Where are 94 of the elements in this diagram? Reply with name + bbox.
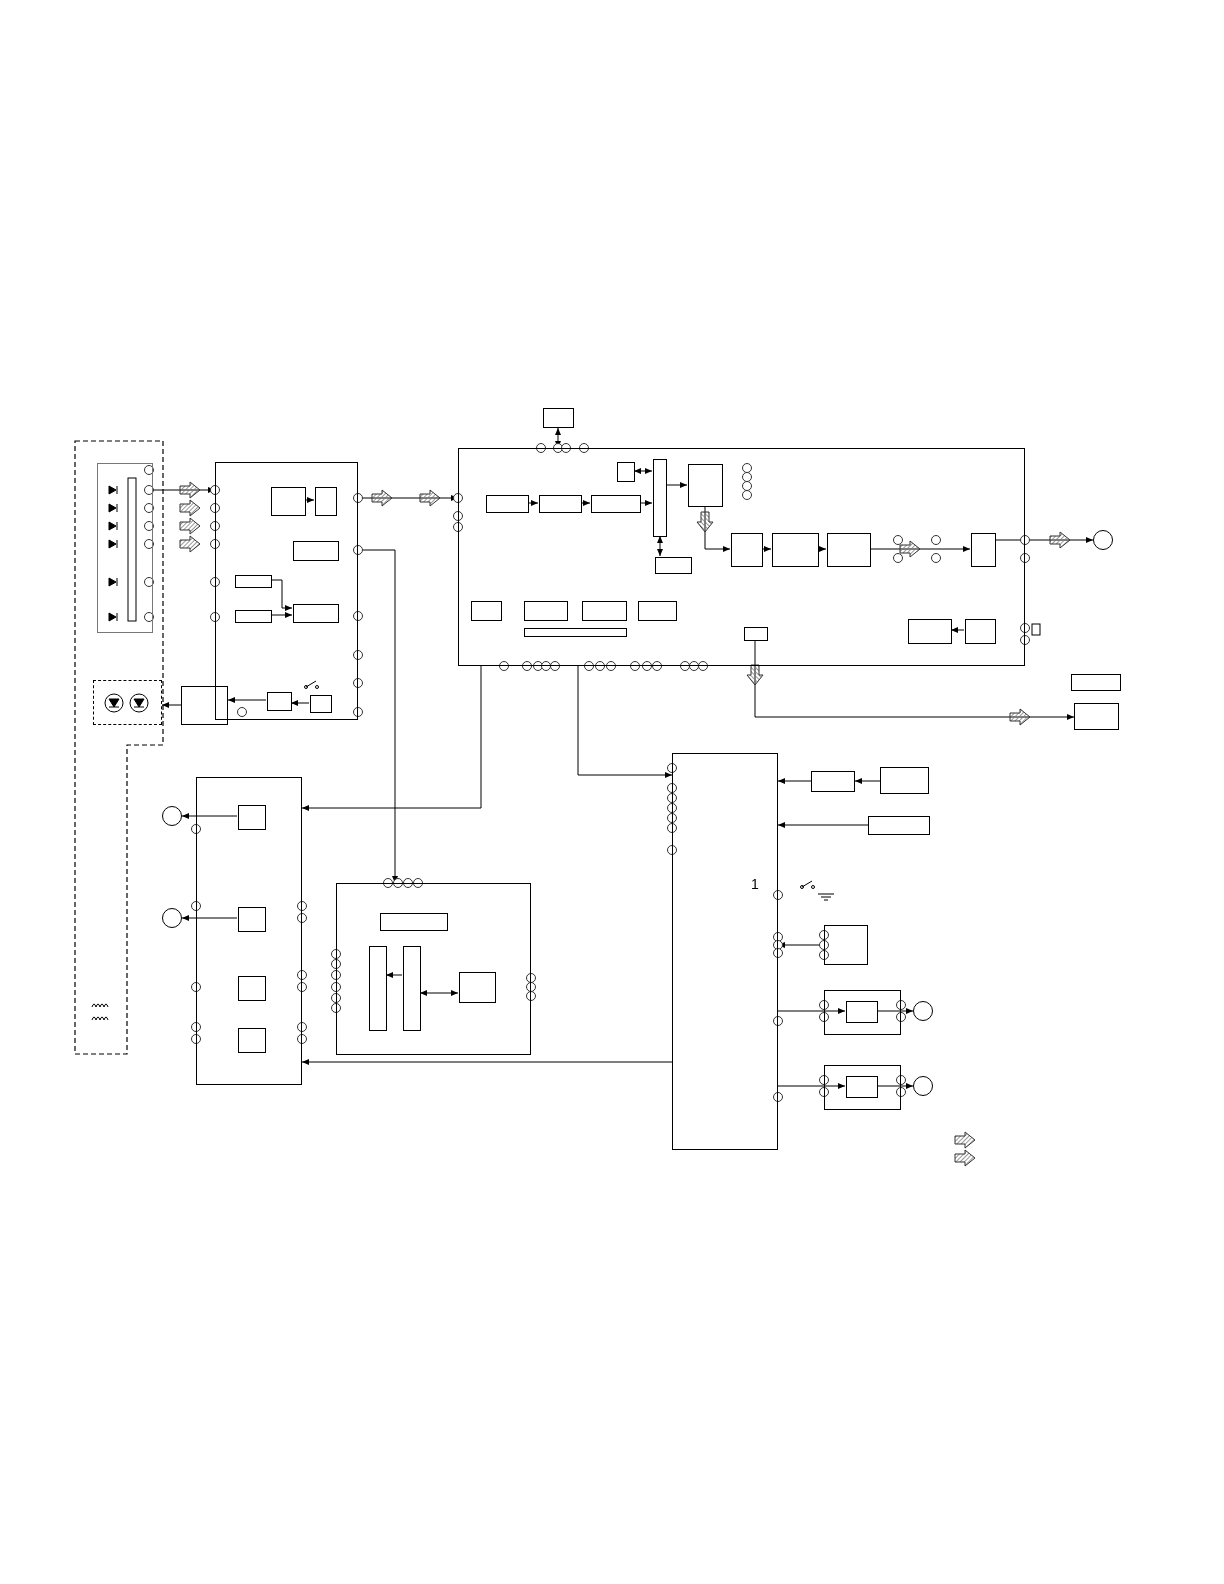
arrow bbox=[385, 972, 403, 978]
block-box bbox=[908, 619, 952, 644]
block-box bbox=[486, 495, 529, 513]
block-box bbox=[293, 604, 339, 623]
block-box bbox=[772, 533, 819, 567]
arrow bbox=[754, 639, 1075, 720]
bus-bar bbox=[403, 946, 421, 1031]
arrow bbox=[704, 505, 731, 552]
block-box bbox=[235, 575, 272, 588]
arrow bbox=[777, 778, 812, 784]
block-box bbox=[655, 557, 692, 574]
block-box bbox=[293, 541, 339, 561]
dashed-outline bbox=[74, 440, 164, 1055]
block-box bbox=[97, 463, 153, 633]
block-box bbox=[267, 692, 292, 711]
arrow bbox=[994, 537, 1094, 543]
block-box bbox=[271, 487, 306, 516]
block-box bbox=[539, 495, 582, 513]
block-box bbox=[846, 1001, 878, 1023]
arrow bbox=[777, 822, 869, 828]
arrow bbox=[301, 665, 482, 811]
bus-bar bbox=[369, 946, 387, 1031]
block-box bbox=[965, 619, 996, 644]
arrow bbox=[639, 500, 653, 506]
block-box bbox=[196, 777, 302, 1085]
block-box bbox=[731, 533, 763, 567]
arrow bbox=[227, 697, 267, 703]
block-box bbox=[1071, 674, 1121, 691]
arrow bbox=[876, 1083, 914, 1089]
motor-symbol bbox=[162, 908, 182, 928]
block-box bbox=[672, 753, 778, 1150]
arrow bbox=[301, 1059, 673, 1065]
block-box bbox=[688, 464, 723, 507]
arrow bbox=[290, 700, 310, 706]
block-box bbox=[868, 816, 930, 835]
block-box bbox=[315, 487, 337, 516]
arrow bbox=[657, 535, 663, 557]
arrow bbox=[270, 579, 293, 611]
block-box bbox=[524, 601, 568, 621]
bus-bar bbox=[653, 459, 667, 537]
block-box bbox=[846, 1076, 878, 1098]
block-box bbox=[235, 610, 272, 623]
block-box bbox=[181, 686, 228, 725]
arrow bbox=[854, 778, 881, 784]
block-box bbox=[458, 448, 1025, 666]
block-box bbox=[617, 462, 635, 482]
arrow bbox=[161, 702, 182, 708]
terminal-circle bbox=[1093, 530, 1113, 550]
arrow bbox=[270, 612, 293, 618]
arrow bbox=[950, 627, 965, 633]
block-box bbox=[238, 1028, 266, 1053]
block-box bbox=[824, 1065, 901, 1110]
block-box bbox=[824, 925, 868, 965]
block-box bbox=[744, 627, 768, 641]
block-box bbox=[238, 805, 266, 830]
block-box bbox=[380, 913, 448, 931]
block-box bbox=[880, 767, 929, 794]
laser-diode-unit bbox=[93, 680, 162, 725]
block-box bbox=[824, 990, 901, 1035]
arrow bbox=[181, 813, 238, 819]
arrow bbox=[777, 1083, 846, 1089]
arrow bbox=[419, 990, 459, 996]
block-box bbox=[638, 601, 677, 621]
block-box bbox=[310, 695, 332, 713]
bus-bar bbox=[524, 628, 627, 637]
motor-symbol bbox=[913, 1076, 933, 1096]
arrow bbox=[577, 665, 673, 778]
block-box bbox=[591, 495, 641, 513]
block-box bbox=[336, 883, 531, 1055]
block-box bbox=[543, 408, 574, 428]
motor-symbol bbox=[162, 806, 182, 826]
arrow bbox=[876, 1008, 914, 1014]
arrow bbox=[304, 497, 315, 503]
block-box bbox=[215, 462, 358, 720]
motor-symbol bbox=[913, 1001, 933, 1021]
block-box bbox=[238, 907, 266, 932]
block-box bbox=[582, 601, 627, 621]
block-box bbox=[827, 533, 871, 567]
block-box bbox=[811, 771, 855, 792]
arrow bbox=[181, 915, 238, 921]
arrow bbox=[817, 546, 827, 552]
arrow bbox=[869, 546, 971, 552]
arrow bbox=[580, 500, 591, 506]
block-box bbox=[238, 976, 266, 1001]
arrow bbox=[777, 1008, 846, 1014]
arrow bbox=[633, 468, 653, 474]
block-box bbox=[459, 972, 496, 1003]
arrow bbox=[761, 546, 772, 552]
arrow bbox=[665, 482, 688, 488]
block-box bbox=[1074, 703, 1119, 730]
block-box bbox=[471, 601, 502, 621]
callout-number: 1 bbox=[751, 876, 759, 892]
arrow bbox=[527, 500, 539, 506]
block-box bbox=[971, 533, 996, 567]
